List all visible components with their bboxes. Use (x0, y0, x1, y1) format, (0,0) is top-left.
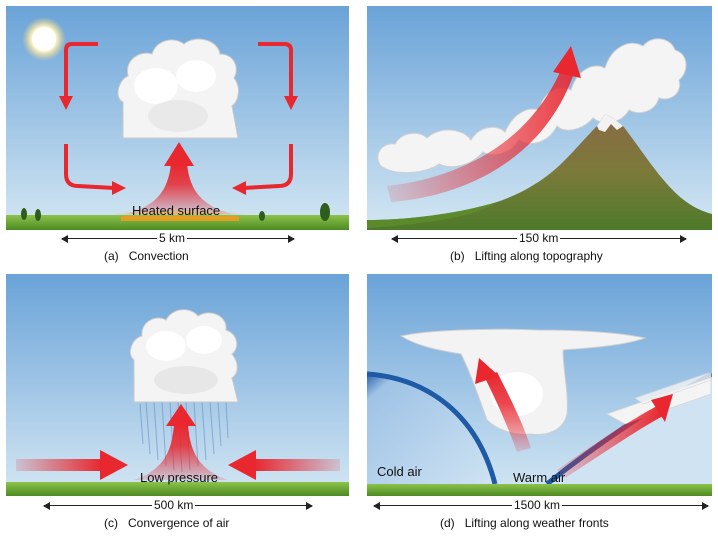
cumulus-cloud (117, 38, 239, 139)
caption-c: (c) Convergence of air (104, 516, 229, 530)
cold-front-boundary (367, 371, 498, 485)
caption-text: Convergence of air (128, 516, 230, 530)
topography-illustration (367, 6, 712, 230)
panel-weather-fronts: Cold air Warm air (367, 274, 712, 496)
caption-letter: (b) (450, 249, 465, 263)
cold-air-mass (367, 374, 495, 484)
panel-topography (367, 6, 712, 230)
cold-air-label: Cold air (377, 464, 422, 479)
caption-letter: (d) (440, 516, 455, 530)
mountain (367, 114, 712, 230)
caption-letter: (c) (104, 516, 118, 530)
panel-convection: Heated surface (6, 6, 349, 230)
scale-label-c: 500 km (152, 498, 196, 512)
caption-letter: (a) (104, 249, 119, 263)
warm-air-label: Warm air (513, 470, 566, 485)
fronts-illustration (367, 274, 712, 496)
heated-surface-label: Heated surface (132, 203, 221, 218)
scale-label-a: 5 km (157, 231, 188, 245)
scale-label-d: 1500 km (512, 498, 563, 512)
caption-a: (a) Convection (104, 249, 189, 263)
scale-label-b: 150 km (517, 231, 561, 245)
cumulus-cloud (129, 309, 239, 403)
convergence-illustration (6, 274, 349, 496)
caption-d: (d) Lifting along weather fronts (440, 516, 609, 530)
caption-text: Lifting along weather fronts (464, 516, 609, 530)
caption-text: Convection (128, 249, 189, 263)
convection-illustration (6, 6, 349, 230)
panel-convergence: Low pressure (6, 274, 349, 496)
caption-text: Lifting along topography (474, 249, 603, 263)
caption-b: (b) Lifting along topography (450, 249, 603, 263)
low-pressure-label: Low pressure (140, 470, 219, 485)
